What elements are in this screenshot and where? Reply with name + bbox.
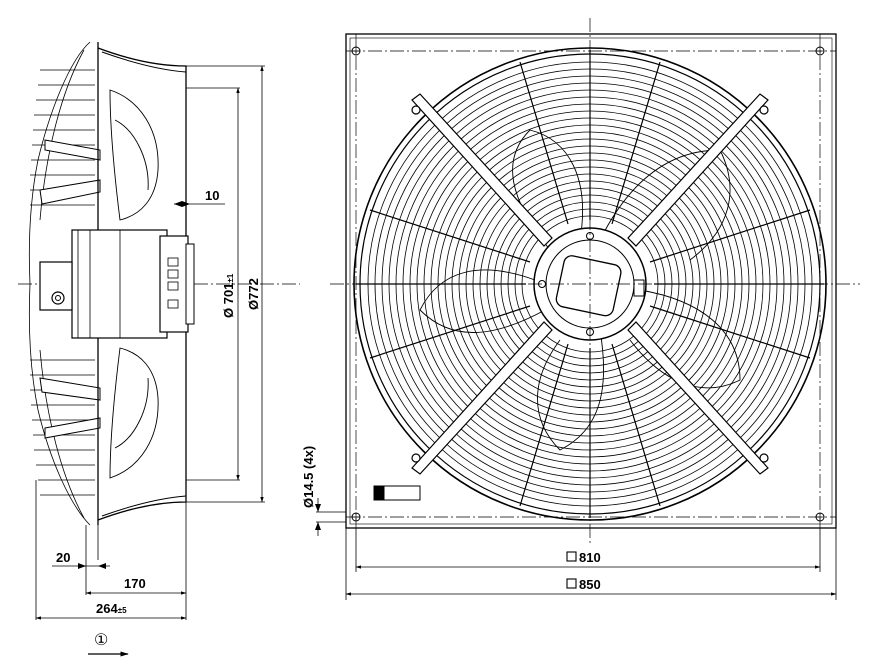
side-extension-lines [35, 65, 265, 620]
dim-side-flange: 10 [174, 188, 225, 207]
dim-label-nozzle-depth: 170 [124, 576, 146, 591]
dim-square-outer: 850 [345, 577, 837, 596]
dim-label-total-depth: 264±5 [96, 601, 127, 616]
dim-nozzle-depth: 170 [85, 576, 187, 595]
dim-square-inner: 810 [355, 550, 821, 569]
guard-straps [411, 93, 769, 475]
dim-base-offset: 20 [52, 550, 110, 569]
airflow-marker-label: ① [94, 632, 108, 649]
dim-label-flange: 10 [205, 188, 219, 203]
dim-nozzle-diameter: Ø 701±1 [221, 87, 240, 481]
dim-hole-diameter: Ø14.5 (4x) [301, 446, 321, 536]
dim-label-base-offset: 20 [56, 550, 70, 565]
front-view: Ø14.5 (4x) 810 850 [301, 18, 860, 600]
square-symbol-icon [566, 578, 577, 589]
dim-label-nozzle-dia: Ø 701±1 [221, 273, 236, 318]
front-extension-lines [316, 511, 837, 600]
dim-label-square-inner: 810 [579, 550, 601, 565]
dim-total-depth: 264±5 [35, 601, 187, 620]
dim-outer-diameter: Ø772 [246, 65, 264, 503]
side-motor [39, 229, 195, 339]
square-symbol-icon [566, 551, 577, 562]
dim-label-hole-dia: Ø14.5 (4x) [301, 446, 316, 508]
airflow-direction: ① [88, 632, 129, 657]
motor-hub [533, 227, 647, 341]
side-guard-straps [39, 139, 101, 439]
dim-label-square-outer: 850 [579, 577, 601, 592]
dim-label-outer-dia: Ø772 [246, 278, 261, 310]
side-view: 10 Ø 701±1 Ø772 20 170 264±5 [18, 41, 300, 657]
